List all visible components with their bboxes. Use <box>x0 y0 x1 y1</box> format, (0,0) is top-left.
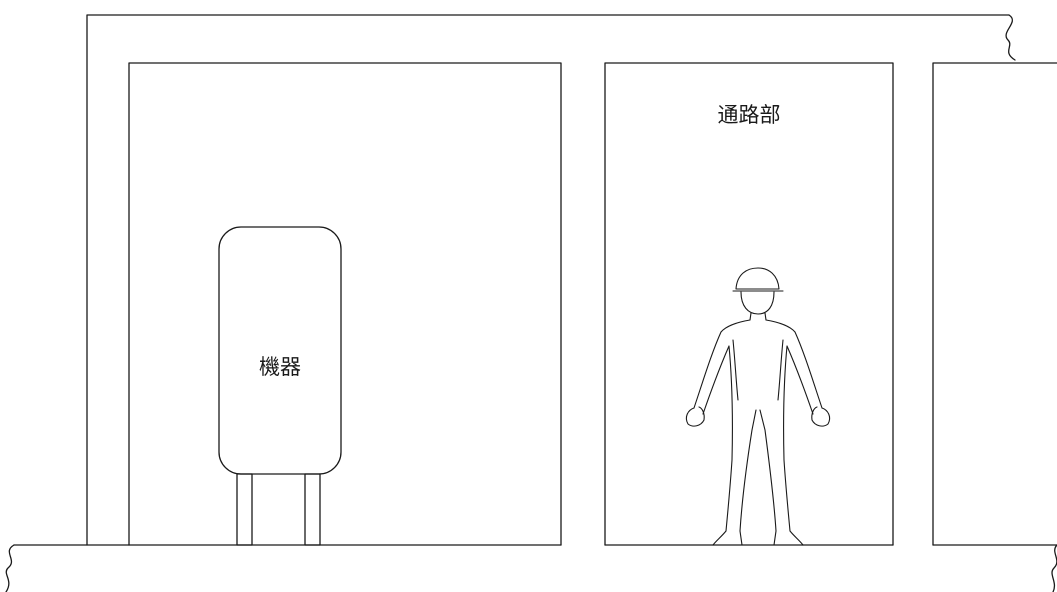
room-passage <box>604 62 894 546</box>
equipment-label: 機器 <box>259 355 301 379</box>
break-symbol-top-right <box>1005 14 1016 61</box>
equipment-cabinet <box>218 226 342 475</box>
equipment-leg-right <box>304 473 321 546</box>
room-right-partial <box>932 62 1057 546</box>
equipment-leg-left <box>236 473 253 546</box>
structure-outline <box>13 14 1010 546</box>
break-symbol-bottom-right <box>1051 544 1057 592</box>
room-equipment <box>128 62 562 546</box>
passage-label: 通路部 <box>718 103 781 127</box>
worker-figure <box>685 267 831 546</box>
helmet-icon <box>735 267 780 290</box>
break-symbol-bottom-left <box>5 544 15 592</box>
